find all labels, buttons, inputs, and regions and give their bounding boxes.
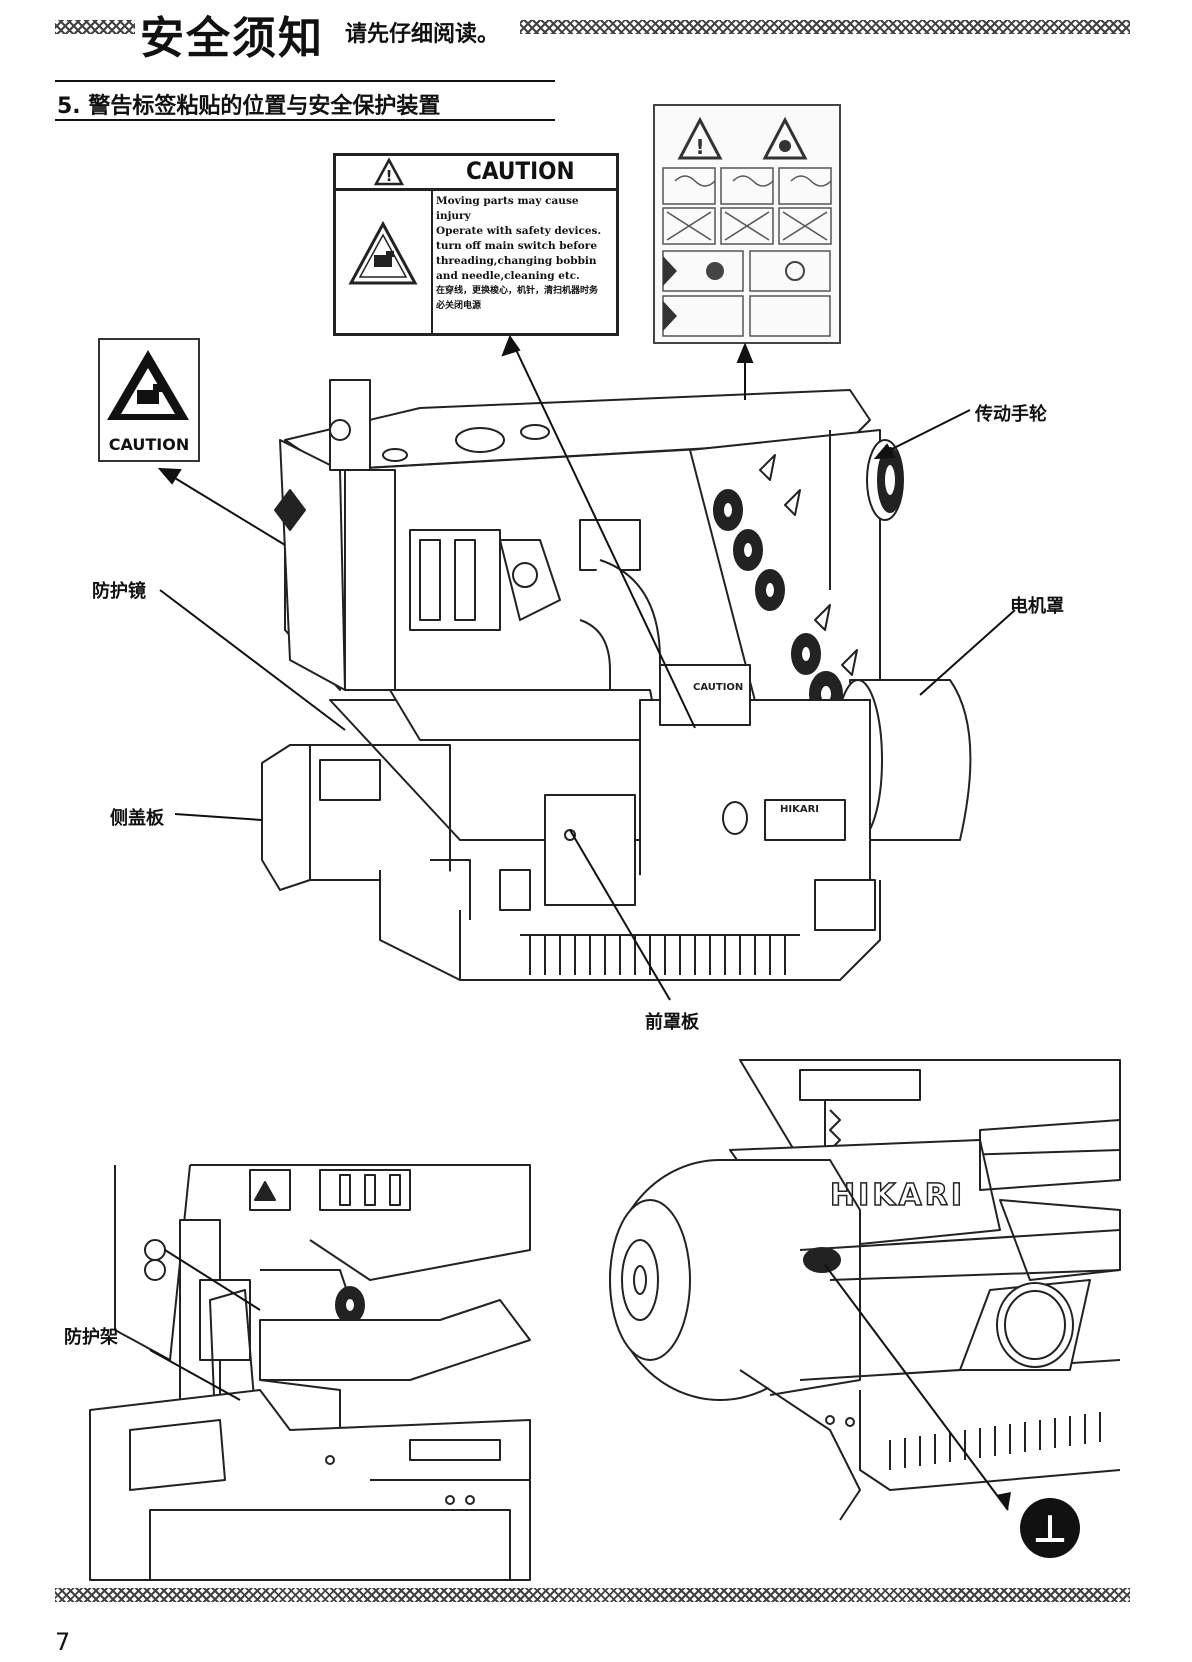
motor-detail-illustration: HIKARI ⊥ [600, 1050, 1120, 1570]
callout-handwheel: 传动手轮 [975, 400, 1047, 426]
machine-caution-sticker-text: CAUTION [693, 682, 743, 693]
motor-detail-brand: HIKARI [830, 1178, 965, 1213]
callout-eye-guard: 防护镜 [92, 577, 146, 603]
callout-side-cover: 侧盖板 [110, 804, 164, 830]
page-number: 7 [55, 1628, 70, 1656]
machine-brand-plate-text: HIKARI [780, 804, 819, 815]
callout-front-cover: 前罩板 [645, 1008, 699, 1034]
guard-frame-leader-line [110, 1330, 250, 1410]
bottom-decorative-border [55, 1588, 1130, 1602]
callout-motor-cover: 电机罩 [1010, 592, 1064, 618]
ground-symbol-text: ⊥ [1033, 1507, 1068, 1551]
